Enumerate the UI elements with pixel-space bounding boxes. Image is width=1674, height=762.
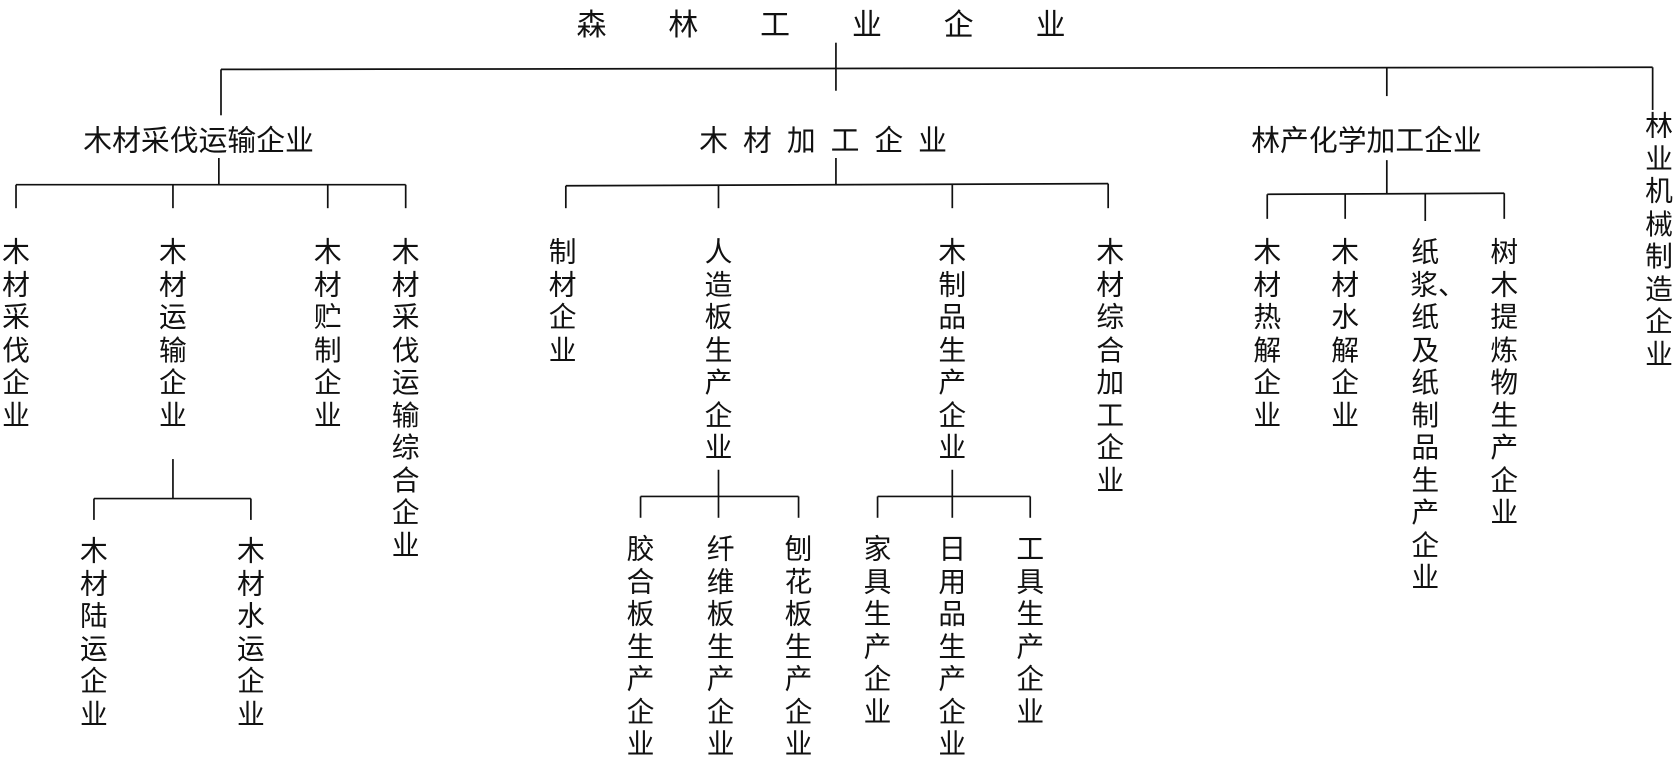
leaf-node: 树木提炼物生产企业 xyxy=(1490,237,1519,530)
leaf-node: 纤维板生产企业 xyxy=(706,533,735,762)
leaf-node: 制材企业 xyxy=(548,237,577,367)
node-wood-processing: 木材加工企业 xyxy=(699,124,962,159)
leaf-node: 木材贮制企业 xyxy=(313,237,342,432)
node-wood-transport: 木材运输企业 xyxy=(159,237,187,432)
leaf-node: 工具生产企业 xyxy=(1016,533,1045,729)
leaf-node: 木材陆运企业 xyxy=(80,535,108,731)
leaf-node: 纸浆、纸及纸制品生产企业 xyxy=(1410,237,1466,595)
leaf-node: 木材热解企业 xyxy=(1253,237,1282,432)
leaf-node: 日用品生产企业 xyxy=(938,533,967,762)
node-logging-transport: 木材采伐运输企业 xyxy=(83,124,314,159)
node-wood-products: 木制品生产企业 xyxy=(938,237,967,465)
leaf-node: 胶合板生产企业 xyxy=(626,533,655,762)
leaf-node: 木材水运企业 xyxy=(236,535,265,731)
node-forestry-machinery: 林业机械制造企业 xyxy=(1645,111,1673,371)
leaf-node: 刨花板生产企业 xyxy=(784,533,813,762)
leaf-node: 木材水解企业 xyxy=(1331,237,1360,432)
root-node: 森林工业企业 xyxy=(576,7,1128,43)
leaf-node: 木材综合加工企业 xyxy=(1096,237,1125,497)
leaf-node: 木材采伐运输综合企业 xyxy=(391,237,420,563)
leaf-node: 家具生产企业 xyxy=(863,533,892,729)
leaf-node: 木材采伐企业 xyxy=(2,237,30,432)
node-forest-chemical: 林产化学加工企业 xyxy=(1251,124,1482,159)
node-panel-production: 人造板生产企业 xyxy=(704,237,733,465)
